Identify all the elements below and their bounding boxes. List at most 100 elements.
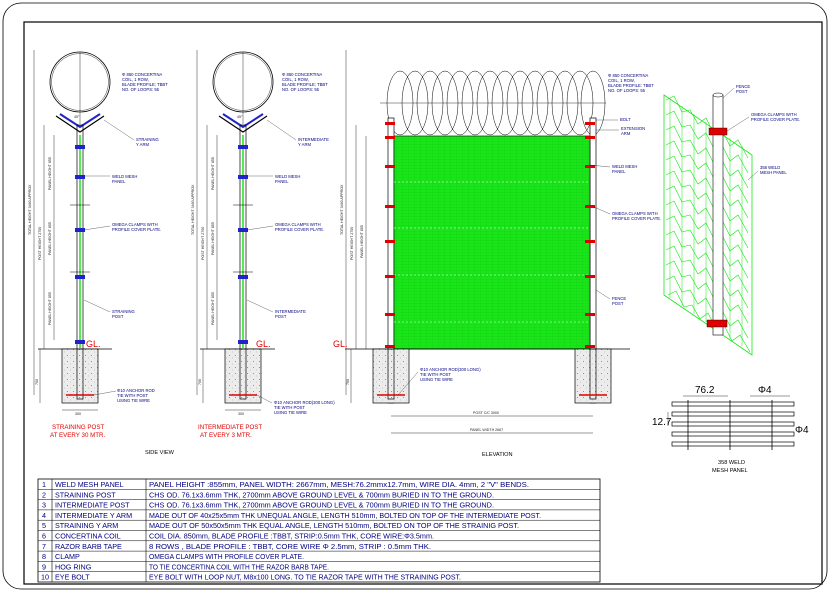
svg-text:HOG RING: HOG RING <box>55 562 92 571</box>
svg-text:8 ROWS , BLADE PROFILE : TBBT,: 8 ROWS , BLADE PROFILE : TBBT, CORE WIRE… <box>149 542 431 551</box>
svg-text:MESH PANEL: MESH PANEL <box>760 170 787 175</box>
svg-text:USING TIE WIRE: USING TIE WIRE <box>420 377 453 382</box>
panel-height-1: PANEL HEIGHT 855 <box>48 157 52 190</box>
mesh-dim-top: 76.2 <box>695 385 715 396</box>
svg-text:PANEL HEIGHT 855: PANEL HEIGHT 855 <box>211 222 215 255</box>
svg-text:6: 6 <box>42 532 46 541</box>
svg-text:PROFILE COVER PLATE.: PROFILE COVER PLATE. <box>275 227 324 232</box>
post-label: STRAINING <box>112 309 135 314</box>
svg-text:CHS OD. 76.1x3.6mm THK, 2700mm: CHS OD. 76.1x3.6mm THK, 2700mm ABOVE GRO… <box>149 490 494 499</box>
svg-text:PROFILE COVER PLATE.: PROFILE COVER PLATE. <box>612 216 661 221</box>
svg-text:USING TIE WIRE: USING TIE WIRE <box>117 398 150 403</box>
svg-text:PANEL: PANEL <box>275 179 289 184</box>
svg-text:TIE WITH POST: TIE WITH POST <box>420 372 451 377</box>
svg-text:700: 700 <box>198 379 202 385</box>
svg-text:NO. OF LOOPS: 55: NO. OF LOOPS: 55 <box>122 87 160 92</box>
svg-text:PANEL: PANEL <box>612 169 626 174</box>
svg-text:EXTENSION: EXTENSION <box>621 126 645 131</box>
svg-text:PROFILE COVER PLATE.: PROFILE COVER PLATE. <box>751 117 800 122</box>
svg-text:3: 3 <box>42 501 46 510</box>
clamps-label: OMEGA CLAMPS WITH <box>112 222 158 227</box>
post-cc-dimension: POST C/C 3000 <box>473 411 499 415</box>
svg-text:Φ 850 CONCERTINA: Φ 850 CONCERTINA <box>608 73 648 78</box>
inner-border <box>23 21 823 585</box>
svg-text:CLAMP: CLAMP <box>55 552 80 561</box>
side-view-title: SIDE VIEW <box>145 450 175 456</box>
svg-text:9: 9 <box>42 562 46 571</box>
mesh-dim-right: Φ4 <box>795 425 809 436</box>
svg-text:STRAINING Y ARM: STRAINING Y ARM <box>55 521 118 530</box>
svg-text:RAZOR BARB TAPE: RAZOR BARB TAPE <box>55 542 122 551</box>
table-desc: PANEL HEIGHT :855mm, PANEL WIDTH: 2667mm… <box>149 480 529 489</box>
svg-text:358 WELD: 358 WELD <box>760 165 780 170</box>
intermediate-post-side-view: TOTAL HEIGHT 3460 APPROX POST HEIGHT 270… <box>145 50 335 456</box>
svg-text:TIE WITH POST: TIE WITH POST <box>117 393 148 398</box>
svg-text:45°: 45° <box>237 115 243 119</box>
svg-text:COIL, 1 ROW,: COIL, 1 ROW, <box>122 77 149 82</box>
mesh-detail-caption-2: MESH PANEL <box>712 468 748 474</box>
mesh-detail-caption-1: 358 WELD <box>718 460 745 466</box>
svg-text:NO. OF LOOPS: 55: NO. OF LOOPS: 55 <box>282 87 320 92</box>
svg-text:TO TIE CONCERTINA COIL WITH TH: TO TIE CONCERTINA COIL WITH THE RAZOR BA… <box>149 562 329 571</box>
bolt-label: BOLT <box>620 117 631 122</box>
svg-text:POST HEIGHT 2700: POST HEIGHT 2700 <box>201 227 205 260</box>
svg-text:PANEL HEIGHT 855: PANEL HEIGHT 855 <box>360 225 364 258</box>
svg-text:STRAINING POST: STRAINING POST <box>55 490 116 499</box>
svg-text:WELD MESH: WELD MESH <box>612 164 637 169</box>
mesh-label: WELD MESH <box>112 174 137 179</box>
straining-y-arm <box>55 115 105 133</box>
mesh-dim-left: 12.7 <box>652 417 672 428</box>
anchor-label: Φ10 ANCHOR ROD <box>117 388 155 393</box>
svg-text:700: 700 <box>346 379 350 385</box>
svg-text:INTERMEDIATE POST: INTERMEDIATE POST <box>55 501 130 510</box>
omega-clamp-iso <box>708 127 728 136</box>
svg-text:POST: POST <box>112 314 124 319</box>
svg-text:OMEGA CLAMPS WITH: OMEGA CLAMPS WITH <box>275 222 321 227</box>
table-item: WELD MESH PANEL <box>55 480 124 489</box>
svg-text:POST: POST <box>275 314 287 319</box>
svg-text:Y ARM: Y ARM <box>298 142 311 147</box>
svg-text:FENCE: FENCE <box>736 84 750 89</box>
ground-level-label: GL. <box>86 339 101 349</box>
svg-text:PANEL HEIGHT 855: PANEL HEIGHT 855 <box>211 292 215 325</box>
svg-text:CHS OD. 76.1x3.6mm THK, 2700mm: CHS OD. 76.1x3.6mm THK, 2700mm ABOVE GRO… <box>149 501 494 510</box>
concrete-footing <box>224 348 262 404</box>
buried-depth: 700 <box>35 379 39 385</box>
svg-text:INTERMEDIATE: INTERMEDIATE <box>275 309 306 314</box>
svg-text:MADE OUT OF 40x25x5mm THK UNEQ: MADE OUT OF 40x25x5mm THK UNEQUAL ANGLE,… <box>149 511 541 520</box>
svg-text:ARM: ARM <box>621 131 631 136</box>
mesh-dim-wire: Φ4 <box>758 385 772 396</box>
arm-label: STRAINING <box>136 137 159 142</box>
svg-text:PROFILE COVER PLATE.: PROFILE COVER PLATE. <box>112 227 161 232</box>
panel-height-2: PANEL HEIGHT 855 <box>48 222 52 255</box>
svg-text:7: 7 <box>42 542 46 551</box>
post-height-label: POST HEIGHT 2700 <box>38 227 42 260</box>
svg-text:EYE BOLT WITH LOOP NUT, M8x100: EYE BOLT WITH LOOP NUT, M8x100 LONG. TO … <box>149 573 461 582</box>
arm-angle: 45° <box>74 115 80 119</box>
intermediate-caption-2: AT EVERY 3 MTR. <box>200 432 252 439</box>
svg-text:10: 10 <box>41 573 49 582</box>
straining-caption-1: STRAINING POST <box>52 424 104 431</box>
svg-text:TOTAL HEIGHT 3460 APPROX: TOTAL HEIGHT 3460 APPROX <box>191 184 195 235</box>
svg-text:BLADE PROFILE: TBBT: BLADE PROFILE: TBBT <box>282 82 328 87</box>
svg-text:POST: POST <box>736 89 748 94</box>
svg-text:BLADE PROFILE: TBBT: BLADE PROFILE: TBBT <box>122 82 168 87</box>
footing-width: 300 <box>75 412 81 416</box>
svg-text:COIL, 1 ROW,: COIL, 1 ROW, <box>282 77 309 82</box>
elevation-title: ELEVATION <box>482 452 513 458</box>
svg-text:Φ10 ANCHOR ROD(300 LONG): Φ10 ANCHOR ROD(300 LONG) <box>420 367 481 372</box>
svg-text:Φ 850 CONCERTINA: Φ 850 CONCERTINA <box>282 72 322 77</box>
svg-text:TOTAL HEIGHT 3460 APPROX: TOTAL HEIGHT 3460 APPROX <box>340 184 344 235</box>
straining-caption-2: AT EVERY 30 MTR. <box>50 432 106 439</box>
svg-text:POST HEIGHT 2700: POST HEIGHT 2700 <box>350 227 354 260</box>
table-no: 1 <box>42 480 46 489</box>
specification-table: 1 WELD MESH PANEL PANEL HEIGHT :855mm, P… <box>37 478 601 583</box>
panel-height-3: PANEL HEIGHT 855 <box>48 292 52 325</box>
concertina-label-1: Φ 850 CONCERTINA <box>122 72 162 77</box>
svg-text:OMEGA CLAMPS WITH: OMEGA CLAMPS WITH <box>612 211 658 216</box>
svg-text:4: 4 <box>42 511 46 520</box>
mesh-detail-view: 76.2 Φ4 12.7 Φ4 358 WELD MESH PANEL <box>652 385 809 474</box>
intermediate-caption-1: INTERMEDIATE POST <box>198 424 262 431</box>
